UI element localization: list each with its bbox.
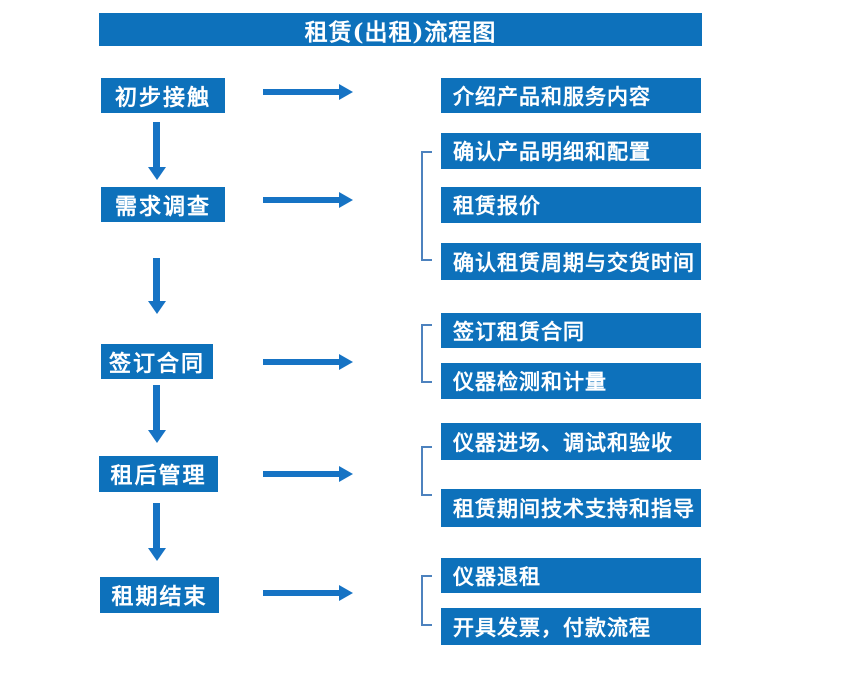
group-bracket bbox=[421, 151, 432, 261]
down-arrow-icon bbox=[148, 122, 166, 180]
output-box-instrument-return: 仪器退租 bbox=[441, 558, 701, 593]
output-box-technical-support: 租赁期间技术支持和指导 bbox=[441, 489, 701, 527]
right-arrow-icon bbox=[263, 354, 353, 370]
down-arrow-icon bbox=[148, 385, 166, 443]
output-box-introduce-products: 介绍产品和服务内容 bbox=[441, 78, 701, 113]
output-box-instrument-arrival: 仪器进场、调试和验收 bbox=[441, 423, 701, 460]
down-arrow-icon bbox=[148, 258, 166, 314]
output-box-confirm-product-config: 确认产品明细和配置 bbox=[441, 133, 701, 169]
right-arrow-icon bbox=[263, 585, 353, 601]
output-box-rental-quote: 租赁报价 bbox=[441, 187, 701, 223]
stage-box-sign-contract: 签订合同 bbox=[101, 344, 213, 379]
right-arrow-icon bbox=[263, 466, 353, 482]
stage-box-demand-survey: 需求调查 bbox=[101, 187, 225, 222]
stage-box-post-rental-management: 租后管理 bbox=[99, 456, 218, 492]
right-arrow-icon bbox=[263, 84, 353, 100]
group-bracket bbox=[421, 446, 432, 496]
right-arrow-icon bbox=[263, 192, 353, 208]
output-box-sign-rental-contract: 签订租赁合同 bbox=[441, 313, 701, 348]
output-box-instrument-testing: 仪器检测和计量 bbox=[441, 363, 701, 399]
stage-box-rental-end: 租期结束 bbox=[100, 577, 219, 613]
group-bracket bbox=[421, 324, 432, 383]
page-title: 租赁(出租)流程图 bbox=[99, 13, 702, 46]
output-box-confirm-period-delivery: 确认租赁周期与交货时间 bbox=[441, 243, 701, 280]
down-arrow-icon bbox=[148, 503, 166, 561]
output-box-invoice-payment: 开具发票，付款流程 bbox=[441, 608, 701, 645]
group-bracket bbox=[421, 575, 432, 626]
stage-box-initial-contact: 初步接触 bbox=[101, 78, 225, 113]
